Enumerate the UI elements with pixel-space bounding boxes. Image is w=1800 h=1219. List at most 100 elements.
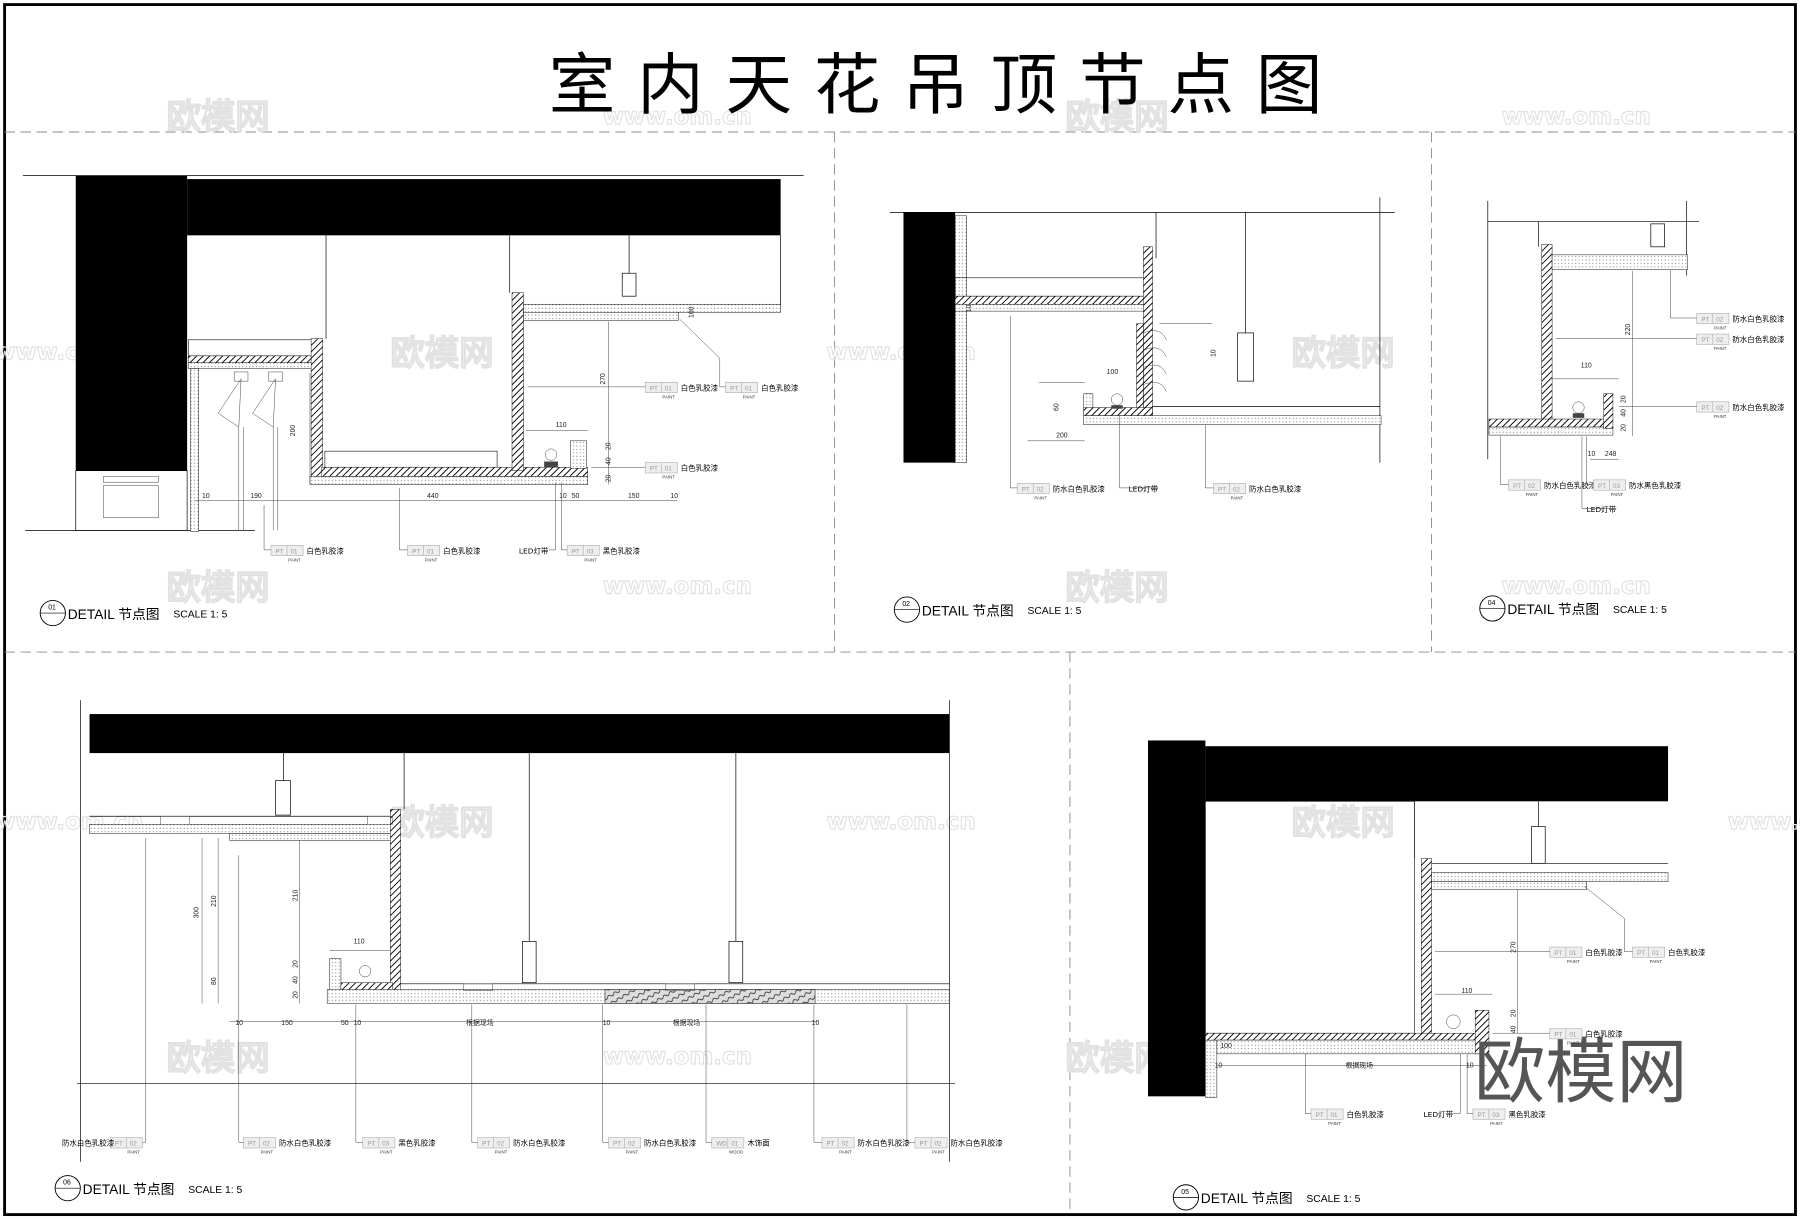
- tag-number: 01: [290, 548, 298, 555]
- dimension-value: 根据现场: [1345, 1061, 1373, 1070]
- tag-code: PT: [1598, 483, 1606, 490]
- label-text: 黑色乳胶漆: [1508, 1109, 1546, 1119]
- tag-code: PT: [920, 1141, 928, 1148]
- leader-line: [561, 482, 568, 551]
- watermark-logo: 欧模网: [166, 568, 269, 608]
- label-text: 防水白色乳胶漆: [62, 1138, 115, 1148]
- tag-number: 03: [382, 1141, 390, 1148]
- tag-type: PAINT: [1714, 325, 1727, 330]
- wood-veneer: [604, 989, 816, 1004]
- leader-line: [813, 1004, 822, 1143]
- tag-number: 01: [745, 385, 753, 392]
- dimension-value: 10: [235, 1020, 243, 1027]
- watermark-url: www.om.cn: [1728, 809, 1800, 835]
- dimension-value: 10: [603, 1020, 611, 1027]
- material-label: LED灯带: [1424, 1053, 1461, 1119]
- detail-scale: SCALE 1: 5: [188, 1185, 242, 1196]
- tag-code: PT: [1218, 486, 1226, 493]
- label-text: LED灯带: [519, 545, 549, 555]
- concrete-slab: [1205, 746, 1669, 802]
- tag-type: PAINT: [1567, 959, 1580, 964]
- dimension-value: 20: [606, 442, 613, 450]
- watermark-url: www.om.cn: [827, 809, 976, 835]
- label-text: 防水白色乳胶漆: [1732, 402, 1785, 412]
- tag-code: PT: [482, 1141, 490, 1148]
- dimension-value: 10: [966, 304, 973, 312]
- detail-scale: SCALE 1: 5: [173, 610, 227, 621]
- label-text: 白色乳胶漆: [1347, 1109, 1385, 1119]
- label-text: LED灯带: [1587, 504, 1617, 514]
- dimension-value: 10: [1211, 349, 1218, 357]
- concrete-wall: [903, 212, 956, 463]
- leader-line: [1010, 315, 1018, 489]
- dimension-value: 10: [354, 1020, 362, 1027]
- label-text: 防水白色乳胶漆: [858, 1138, 911, 1148]
- tag-code: PT: [115, 1141, 123, 1148]
- leader-line: [238, 855, 244, 1143]
- detail-label: DETAIL: [922, 603, 970, 618]
- dimension-value: 根据现场: [673, 1018, 701, 1027]
- dimension-value: 20: [1621, 424, 1628, 432]
- tag-type: PAINT: [662, 394, 675, 399]
- watermark-url: www.om.cn: [1502, 104, 1651, 130]
- tag-type: PAINT: [662, 475, 675, 480]
- dimension-value: 20: [1510, 1009, 1517, 1017]
- tag-code: PT: [1701, 405, 1709, 412]
- detail-label: DETAIL: [1201, 1191, 1249, 1206]
- tag-number: 02: [130, 1141, 138, 1148]
- tag-type: WOOD: [729, 1150, 743, 1155]
- detail-scale: SCALE 1: 5: [1306, 1194, 1360, 1205]
- label-text: LED灯带: [1128, 483, 1158, 493]
- tag-code: PT: [572, 548, 580, 555]
- detail-number: 02: [902, 601, 910, 608]
- leader-line: [142, 838, 147, 1143]
- dimension-value: 50: [341, 1020, 349, 1027]
- dimension-value: 190: [250, 493, 262, 500]
- tag-number: 01: [665, 466, 673, 473]
- tag-code: PT: [248, 1141, 256, 1148]
- dimension-value: 150: [281, 1020, 293, 1027]
- tag-number: 02: [497, 1141, 505, 1148]
- dimension-value: 100: [688, 306, 695, 318]
- leader-line: [548, 482, 556, 551]
- tag-code: PT: [730, 385, 738, 392]
- detail-01: [22, 175, 804, 532]
- label-text: 防水白色乳胶漆: [644, 1138, 697, 1148]
- watermark-url: www.om.cn: [603, 104, 752, 130]
- tag-number: 02: [1528, 483, 1536, 490]
- tag-type: PAINT: [932, 1150, 945, 1155]
- tag-type: PAINT: [743, 394, 756, 399]
- detail-06: [76, 700, 956, 1162]
- label-text: 白色乳胶漆: [761, 382, 799, 392]
- detail-scale: SCALE 1: 5: [1613, 605, 1667, 616]
- dimension-value: 40: [292, 976, 299, 984]
- dimension-value: 248: [1605, 451, 1617, 458]
- tag-number: 02: [934, 1141, 942, 1148]
- tag-type: PAINT: [380, 1150, 393, 1155]
- label-text: 防水白色乳胶漆: [1249, 483, 1302, 493]
- tag-number: 02: [1716, 337, 1724, 344]
- leader-line: [263, 505, 271, 551]
- detail-label: DETAIL: [83, 1182, 131, 1197]
- tag-code: PT: [1554, 950, 1562, 957]
- material-label: LED灯带: [519, 482, 556, 555]
- leader-line: [471, 1004, 478, 1143]
- label-text: 白色乳胶漆: [443, 545, 481, 555]
- watermark-url: www.om.cn: [603, 1044, 752, 1070]
- dimension-value: 100: [1107, 369, 1119, 376]
- dimension-value: 440: [427, 493, 439, 500]
- tag-type: PAINT: [1034, 495, 1047, 500]
- label-text: 黑色乳胶漆: [398, 1138, 436, 1148]
- dimension-value: 110: [354, 939, 365, 946]
- dimension-value: 50: [572, 493, 580, 500]
- detail-number: 04: [1488, 600, 1496, 607]
